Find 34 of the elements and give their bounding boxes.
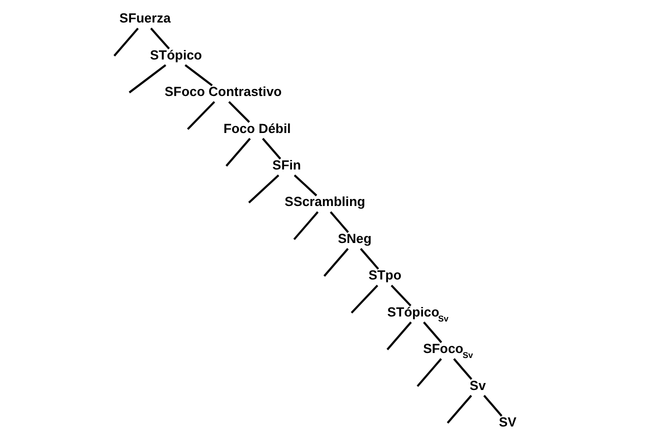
connector [184, 64, 213, 86]
connector [423, 321, 442, 344]
connector [294, 174, 318, 196]
connector [483, 394, 502, 417]
node-text: SFoco Contrastivo [164, 84, 282, 100]
connector [128, 64, 166, 94]
connector [226, 138, 251, 167]
connector [262, 138, 282, 160]
node-text: SFoco$_{Sv}$ [423, 341, 473, 360]
connector [330, 211, 349, 233]
connector [386, 321, 412, 350]
node-text: SFin [272, 157, 301, 172]
connector [350, 284, 378, 314]
node-text: SV [498, 414, 516, 430]
node-text: STpo [368, 268, 402, 283]
connector [416, 358, 442, 387]
connector [360, 248, 380, 270]
node-text: STópico [150, 47, 202, 62]
connector [323, 248, 349, 277]
connector [186, 101, 216, 130]
node-text: SFuerza [119, 10, 171, 26]
node-text: Sv [470, 378, 486, 393]
connector [114, 28, 139, 56]
connector [446, 394, 472, 424]
connector [390, 284, 412, 306]
node-text: STópico$_{Sv}$ [387, 304, 448, 324]
connector [228, 101, 250, 123]
connector [248, 174, 280, 204]
node-text: SScrambling [284, 194, 366, 210]
connector [293, 211, 319, 240]
connector [453, 358, 472, 380]
node-text: Foco Débil [223, 120, 291, 136]
node-text: SNeg [338, 230, 372, 246]
connector [150, 28, 170, 50]
